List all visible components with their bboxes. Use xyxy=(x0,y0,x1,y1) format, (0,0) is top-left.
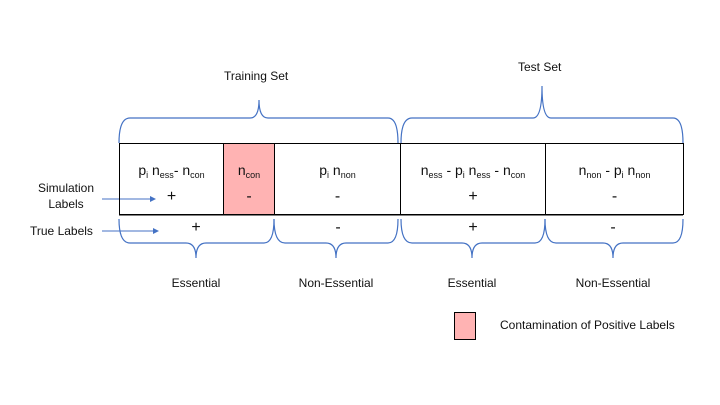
training-set-brace xyxy=(118,99,399,144)
cell-formula: pi nnon xyxy=(319,162,356,180)
true-sign-non-essential-train: - xyxy=(335,219,341,236)
legend-swatch xyxy=(454,312,476,340)
simulation-labels-line2: Labels xyxy=(48,197,84,211)
true-sign-essential-test: + xyxy=(468,219,478,236)
training-set-label: Training Set xyxy=(224,69,289,83)
cell-non-essential-test: nnon - pi nnon - xyxy=(545,143,684,215)
non-essential-brace-2 xyxy=(544,218,684,259)
cell-contamination: ncon - xyxy=(223,143,275,215)
true-sign-non-essential-test: - xyxy=(610,219,616,236)
test-set-label: Test Set xyxy=(518,60,562,74)
cell-essential-train: pi ness- ncon + xyxy=(119,143,224,215)
group-label-non-essential-train: Non-Essential xyxy=(298,276,374,290)
cell-formula: ness - pi ness - ncon xyxy=(420,162,526,180)
essential-brace-1 xyxy=(118,218,275,259)
true-labels-label: True Labels xyxy=(30,224,93,238)
legend-label: Contamination of Positive Labels xyxy=(500,318,675,332)
cell-sign: + xyxy=(166,188,177,205)
essential-brace-2 xyxy=(400,218,546,259)
cell-sign: + xyxy=(468,188,478,205)
cell-formula: ncon xyxy=(237,162,261,180)
group-label-essential-train: Essential xyxy=(171,276,221,290)
test-set-brace xyxy=(400,85,684,144)
cell-essential-test: ness - pi ness - ncon + xyxy=(400,143,546,215)
cell-formula: pi ness- ncon xyxy=(138,162,205,180)
simulation-labels-line1: Simulation xyxy=(37,181,95,195)
group-label-essential-test: Essential xyxy=(447,276,497,290)
cell-sign: - xyxy=(334,188,341,205)
non-essential-brace-1 xyxy=(273,218,399,259)
cell-sign: - xyxy=(246,188,252,205)
cell-formula: nnon - pi nnon xyxy=(578,162,651,180)
cell-non-essential-train: pi nnon - xyxy=(274,143,401,215)
true-sign-essential-train: + xyxy=(191,219,201,236)
group-label-non-essential-test: Non-Essential xyxy=(575,276,651,290)
cell-sign: - xyxy=(611,188,618,205)
